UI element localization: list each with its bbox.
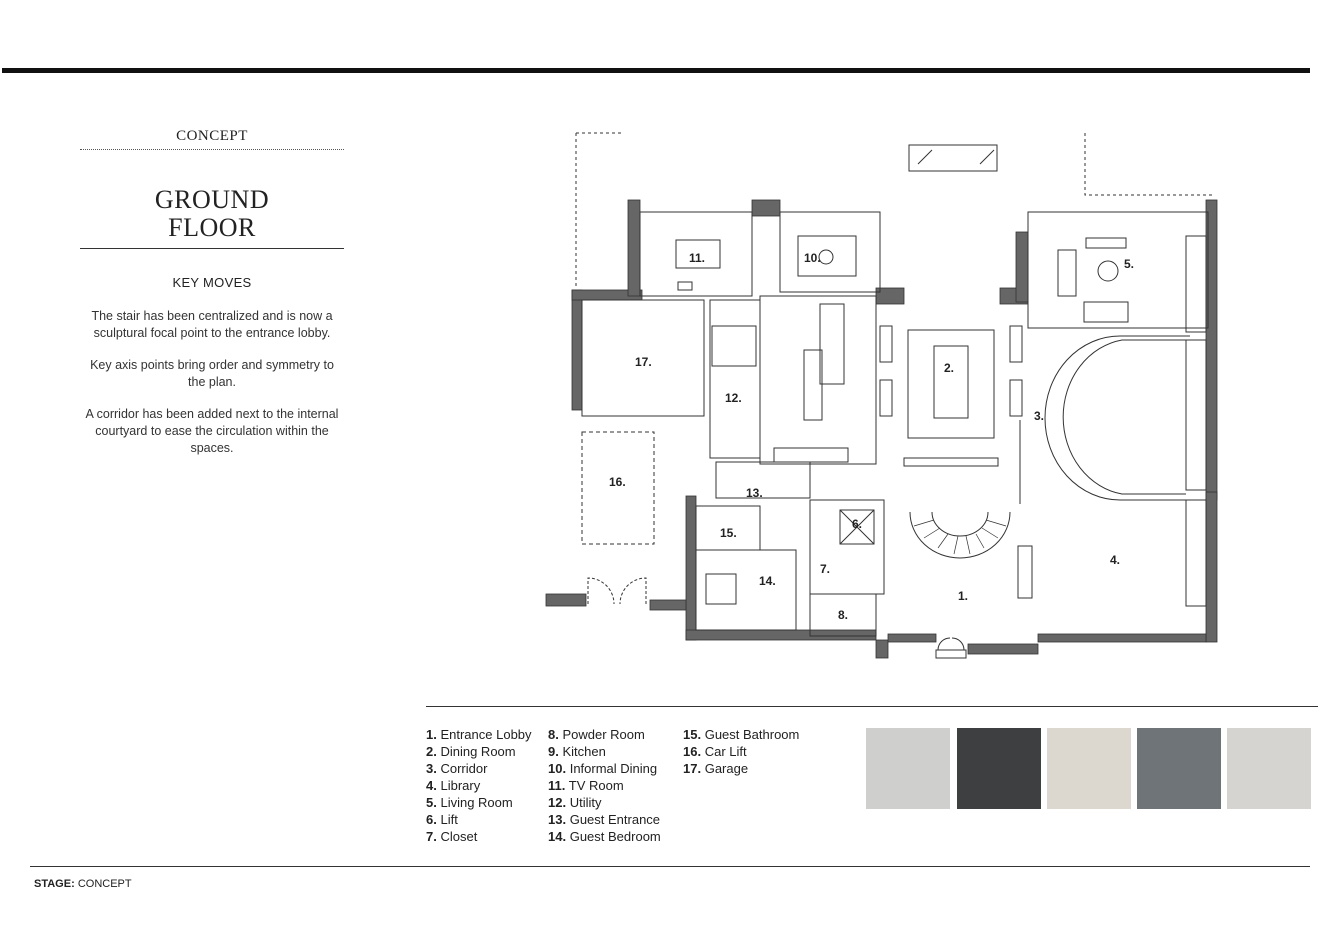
legend-item: 14. Guest Bedroom <box>548 829 661 844</box>
lift <box>839 509 875 545</box>
material-swatch-grey-marble <box>1137 728 1221 809</box>
legend-item: 11. TV Room <box>548 778 624 793</box>
room-label: 5. <box>1124 257 1134 271</box>
legend-column-3: 15. Guest Bathroom 16. Car Lift 17. Gara… <box>683 726 799 777</box>
room-label: 8. <box>838 608 848 622</box>
room-label: 15. <box>720 526 737 540</box>
material-swatch-dark-slate <box>957 728 1041 809</box>
material-swatch-pale-wood <box>1227 728 1311 809</box>
room-label: 14. <box>759 574 776 588</box>
legend-divider <box>426 706 1318 707</box>
legend-item: 16. Car Lift <box>683 744 747 759</box>
room-label: 3. <box>1034 409 1044 423</box>
kitchen <box>759 295 877 465</box>
tv-room <box>639 211 753 297</box>
room-label: 13. <box>746 486 763 500</box>
legend-item: 10. Informal Dining <box>548 761 658 776</box>
key-move-paragraph: The stair has been centralized and is no… <box>91 309 333 340</box>
legend-item: 3. Corridor <box>426 761 488 776</box>
title-line-1: GROUND <box>154 185 270 214</box>
room-label: 11. <box>689 251 705 265</box>
legend-item: 7. Closet <box>426 829 478 844</box>
floor-plan: 1. 2. 3. 4. 5. 6. 7. 8. 10. 11. 12. 13. … <box>545 132 1218 659</box>
legend-item: 1. Entrance Lobby <box>426 727 532 742</box>
legend-item: 17. Garage <box>683 761 749 776</box>
stage-value: CONCEPT <box>77 878 132 890</box>
legend-item: 2. Dining Room <box>426 744 516 759</box>
legend-item: 6. Lift <box>426 812 458 827</box>
room-label: 1. <box>958 589 968 603</box>
room-label: 7. <box>820 562 830 576</box>
garage <box>581 299 705 417</box>
key-move-paragraph: Key axis points bring order and symmetry… <box>90 358 334 389</box>
key-moves-heading: KEY MOVES <box>172 275 252 290</box>
car-lift <box>581 431 655 545</box>
material-swatch-light-wood <box>1047 728 1131 809</box>
concept-label: CONCEPT <box>80 128 344 150</box>
powder-room <box>809 593 877 637</box>
dining-rug <box>907 329 995 439</box>
footer-divider <box>30 866 1310 867</box>
closet <box>809 499 885 595</box>
legend-item: 5. Living Room <box>426 795 513 810</box>
living-room <box>1027 211 1209 329</box>
sidebar: CONCEPT GROUND FLOOR KEY MOVES The stair… <box>80 128 344 457</box>
room-label: 2. <box>944 361 954 375</box>
room-label: 4. <box>1110 553 1120 567</box>
key-move-paragraph: A corridor has been added next to the in… <box>85 407 339 455</box>
stage-label: STAGE: <box>34 878 75 890</box>
utility <box>709 299 761 459</box>
room-label: 12. <box>725 391 742 405</box>
room-label: 10. <box>804 251 821 265</box>
room-label: 6. <box>852 517 862 531</box>
legend-item: 13. Guest Entrance <box>548 812 661 827</box>
page-title: GROUND FLOOR <box>80 186 344 242</box>
legend-column-2: 8. Powder Room 9. Kitchen 10. Informal D… <box>548 726 661 845</box>
spiral-stair <box>909 511 1011 559</box>
stage-indicator: STAGE: CONCEPT <box>34 878 132 890</box>
material-swatch-light-stone <box>866 728 950 809</box>
title-divider <box>80 248 344 249</box>
legend-item: 4. Library <box>426 778 481 793</box>
legend-item: 8. Powder Room <box>548 727 645 742</box>
informal-dining <box>779 211 881 293</box>
legend-column-1: 1. Entrance Lobby 2. Dining Room 3. Corr… <box>426 726 532 845</box>
guest-bedroom <box>695 549 797 631</box>
room-label: 17. <box>635 355 652 369</box>
skylight <box>908 144 998 172</box>
guest-entrance <box>715 461 811 499</box>
title-line-2: FLOOR <box>168 213 256 242</box>
legend-item: 15. Guest Bathroom <box>683 727 800 742</box>
legend-item: 9. Kitchen <box>548 744 606 759</box>
header-rule <box>2 68 1310 73</box>
room-label: 16. <box>609 475 626 489</box>
legend-item: 12. Utility <box>548 795 602 810</box>
